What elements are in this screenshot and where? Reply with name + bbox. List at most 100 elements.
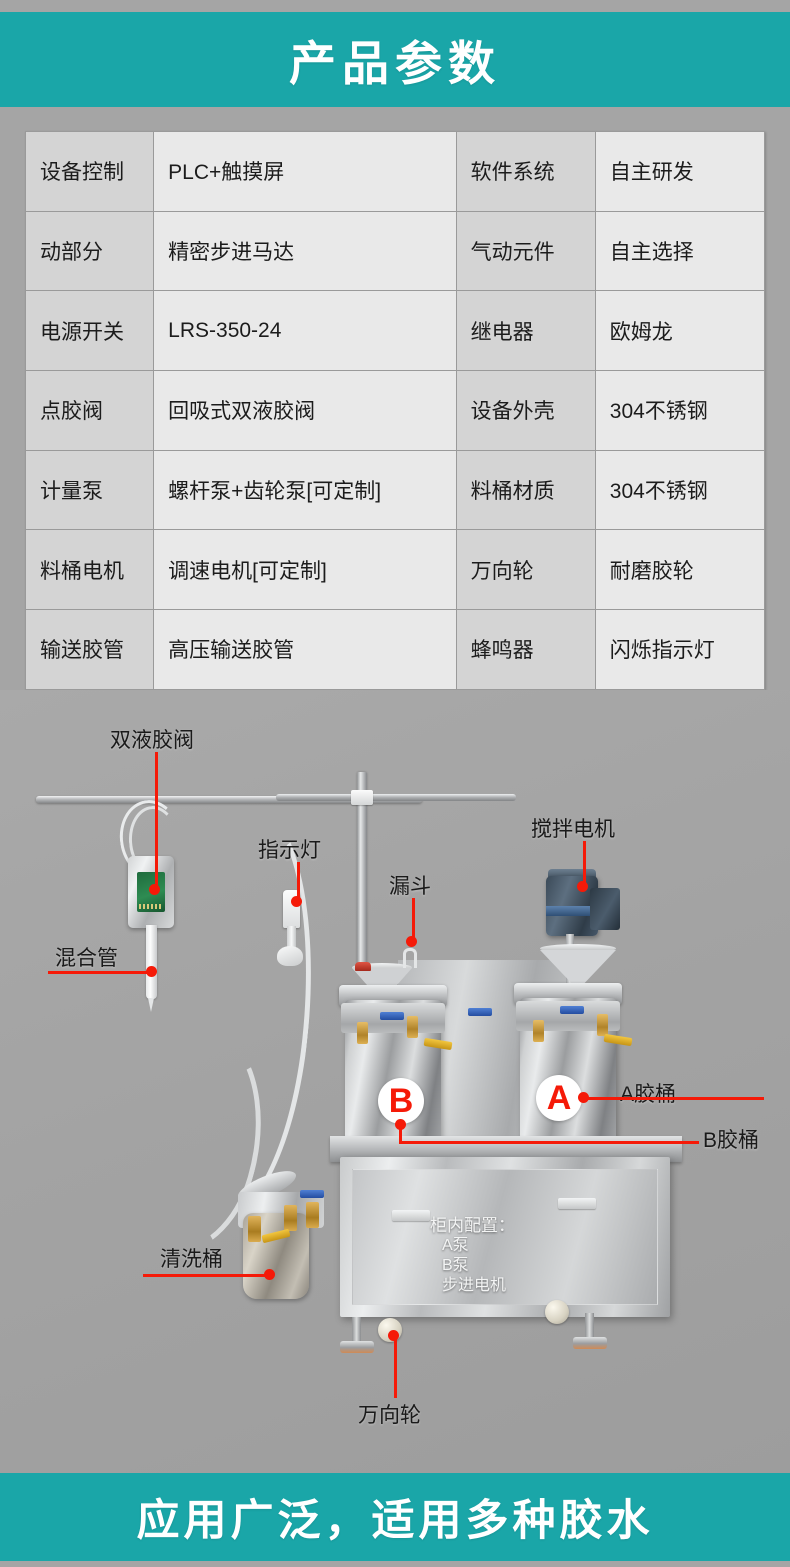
annotation-dot-tank-a bbox=[578, 1092, 589, 1103]
spec-table: 设备控制 PLC+触摸屏 软件系统 自主研发 动部分 精密步进马达 气动元件 自… bbox=[24, 131, 766, 690]
annotation-dot-dual-liquid-valve bbox=[149, 884, 160, 895]
indicator-light-base bbox=[277, 946, 303, 966]
cabinet-handle-left[interactable] bbox=[392, 1210, 430, 1221]
annotation-label-caster-wheel: 万向轮 bbox=[358, 1404, 421, 1427]
annotation-dot-caster-wheel bbox=[388, 1330, 399, 1341]
annotation-label-mixing-tube: 混合管 bbox=[55, 947, 118, 970]
table-row: 设备控制 PLC+触摸屏 软件系统 自主研发 bbox=[24, 131, 766, 212]
brass-fitting bbox=[407, 1016, 418, 1038]
table-row: 计量泵 螺杆泵+齿轮泵[可定制] 料桶材质 304不锈钢 bbox=[24, 449, 766, 531]
spec-label: 继电器 bbox=[455, 290, 596, 372]
blue-valve bbox=[468, 1008, 492, 1016]
spec-label: 料桶材质 bbox=[455, 449, 596, 531]
vertical-post bbox=[357, 772, 367, 972]
annotation-label-dual-liquid-valve: 双液胶阀 bbox=[110, 729, 194, 752]
table-row: 动部分 精密步进马达 气动元件 自主选择 bbox=[24, 210, 766, 292]
indicator-light-stem bbox=[287, 926, 296, 950]
post-clamp bbox=[351, 790, 373, 805]
stirring-motor-top bbox=[548, 869, 596, 880]
blue-valve bbox=[300, 1190, 324, 1198]
badge-a: A bbox=[536, 1075, 582, 1121]
leveling-leg bbox=[585, 1313, 594, 1339]
stirring-motor-band bbox=[546, 906, 598, 916]
spec-label: 设备外壳 bbox=[455, 370, 596, 451]
header-banner: 产品参数 bbox=[0, 12, 790, 107]
funnel-hook bbox=[403, 948, 417, 968]
page-title: 产品参数 bbox=[289, 37, 501, 90]
brass-fitting bbox=[284, 1205, 297, 1231]
cabinet-contents-title: 柜内配置： bbox=[430, 1216, 515, 1235]
annotation-dot-cleaning-bucket bbox=[264, 1269, 275, 1280]
table-row: 输送胶管 高压输送胶管 蜂鸣器 闪烁指示灯 bbox=[24, 609, 766, 690]
annotation-leader-caster-wheel bbox=[394, 1336, 397, 1398]
cabinet-handle-right[interactable] bbox=[558, 1198, 596, 1209]
spec-value: 自主研发 bbox=[594, 131, 766, 212]
table-row: 料桶电机 调速电机[可定制] 万向轮 耐磨胶轮 bbox=[24, 529, 766, 611]
footer-title: 应用广泛，适用多种胶水 bbox=[136, 1497, 654, 1545]
leveling-leg bbox=[352, 1317, 361, 1343]
funnel-rim-a bbox=[540, 944, 616, 953]
annotation-leader-dual-liquid-valve bbox=[155, 752, 158, 890]
annotation-leader-tank-b-v bbox=[399, 1124, 402, 1144]
spec-value: 304不锈钢 bbox=[594, 449, 766, 531]
annotation-label-cleaning-bucket: 清洗桶 bbox=[160, 1248, 223, 1271]
brass-fitting bbox=[306, 1202, 319, 1228]
spec-label: 输送胶管 bbox=[24, 609, 155, 690]
spec-value: 精密步进马达 bbox=[153, 210, 457, 292]
spec-value: 回吸式双液胶阀 bbox=[153, 370, 457, 451]
annotation-label-tank-b: B胶桶 bbox=[703, 1129, 760, 1152]
spec-label: 蜂鸣器 bbox=[455, 609, 596, 690]
spec-label: 软件系统 bbox=[455, 131, 596, 212]
horizontal-rail-secondary bbox=[276, 794, 516, 801]
brass-fitting bbox=[533, 1020, 544, 1042]
annotation-leader-indicator-light bbox=[297, 862, 300, 902]
badge-b: B bbox=[378, 1078, 424, 1124]
cabinet-contents-item: B泵 bbox=[442, 1257, 469, 1274]
brass-fitting bbox=[357, 1022, 368, 1044]
annotation-leader-funnel bbox=[412, 898, 415, 942]
spec-value: 调速电机[可定制] bbox=[153, 529, 457, 611]
spec-label: 设备控制 bbox=[24, 131, 155, 212]
red-cap bbox=[355, 962, 371, 971]
spec-value: 高压输送胶管 bbox=[153, 609, 457, 690]
brass-fitting bbox=[248, 1216, 261, 1242]
spec-label: 万向轮 bbox=[455, 529, 596, 611]
spec-label: 计量泵 bbox=[24, 449, 155, 531]
annotation-label-stirring-motor: 搅拌电机 bbox=[531, 818, 615, 841]
leveling-foot bbox=[340, 1341, 374, 1353]
cabinet-contents-item: A泵 bbox=[442, 1237, 469, 1254]
funnel-rim-b bbox=[352, 963, 412, 972]
cabinet-door bbox=[352, 1169, 658, 1305]
spec-label: 点胶阀 bbox=[24, 370, 155, 451]
mixing-tube-nozzle bbox=[146, 925, 157, 1012]
annotation-leader-tank-a bbox=[582, 1097, 764, 1100]
annotation-leader-stirring-motor bbox=[583, 841, 586, 887]
spec-label: 气动元件 bbox=[455, 210, 596, 292]
brass-fitting bbox=[597, 1014, 608, 1036]
annotation-dot-tank-b bbox=[395, 1119, 406, 1130]
spec-value: 自主选择 bbox=[594, 210, 766, 292]
blue-valve bbox=[560, 1006, 584, 1014]
spec-value: 耐磨胶轮 bbox=[594, 529, 766, 611]
cabinet-contents-text: 柜内配置： A泵 B泵 步进电机 bbox=[430, 1216, 610, 1296]
annotation-dot-funnel bbox=[406, 936, 417, 947]
annotation-dot-stirring-motor bbox=[577, 881, 588, 892]
annotation-leader-tank-b-h bbox=[399, 1141, 699, 1144]
spec-label: 料桶电机 bbox=[24, 529, 155, 611]
footer-banner: 应用广泛，适用多种胶水 bbox=[0, 1473, 790, 1561]
stirring-motor-gearbox bbox=[590, 888, 620, 930]
spec-label: 动部分 bbox=[24, 210, 155, 292]
cabinet-contents-item: 步进电机 bbox=[442, 1277, 507, 1294]
spec-value: 欧姆龙 bbox=[594, 290, 766, 372]
annotation-label-tank-a: A胶桶 bbox=[620, 1083, 677, 1106]
annotation-leader-cleaning-bucket bbox=[143, 1274, 269, 1277]
caster-wheel bbox=[545, 1300, 569, 1324]
leveling-foot bbox=[573, 1337, 607, 1349]
horizontal-rail bbox=[36, 796, 422, 803]
spec-value: PLC+触摸屏 bbox=[153, 131, 457, 212]
annotation-leader-mixing-tube bbox=[48, 971, 153, 974]
spec-label: 电源开关 bbox=[24, 290, 155, 372]
spec-value: 螺杆泵+齿轮泵[可定制] bbox=[153, 449, 457, 531]
annotation-label-indicator-light: 指示灯 bbox=[258, 839, 321, 862]
